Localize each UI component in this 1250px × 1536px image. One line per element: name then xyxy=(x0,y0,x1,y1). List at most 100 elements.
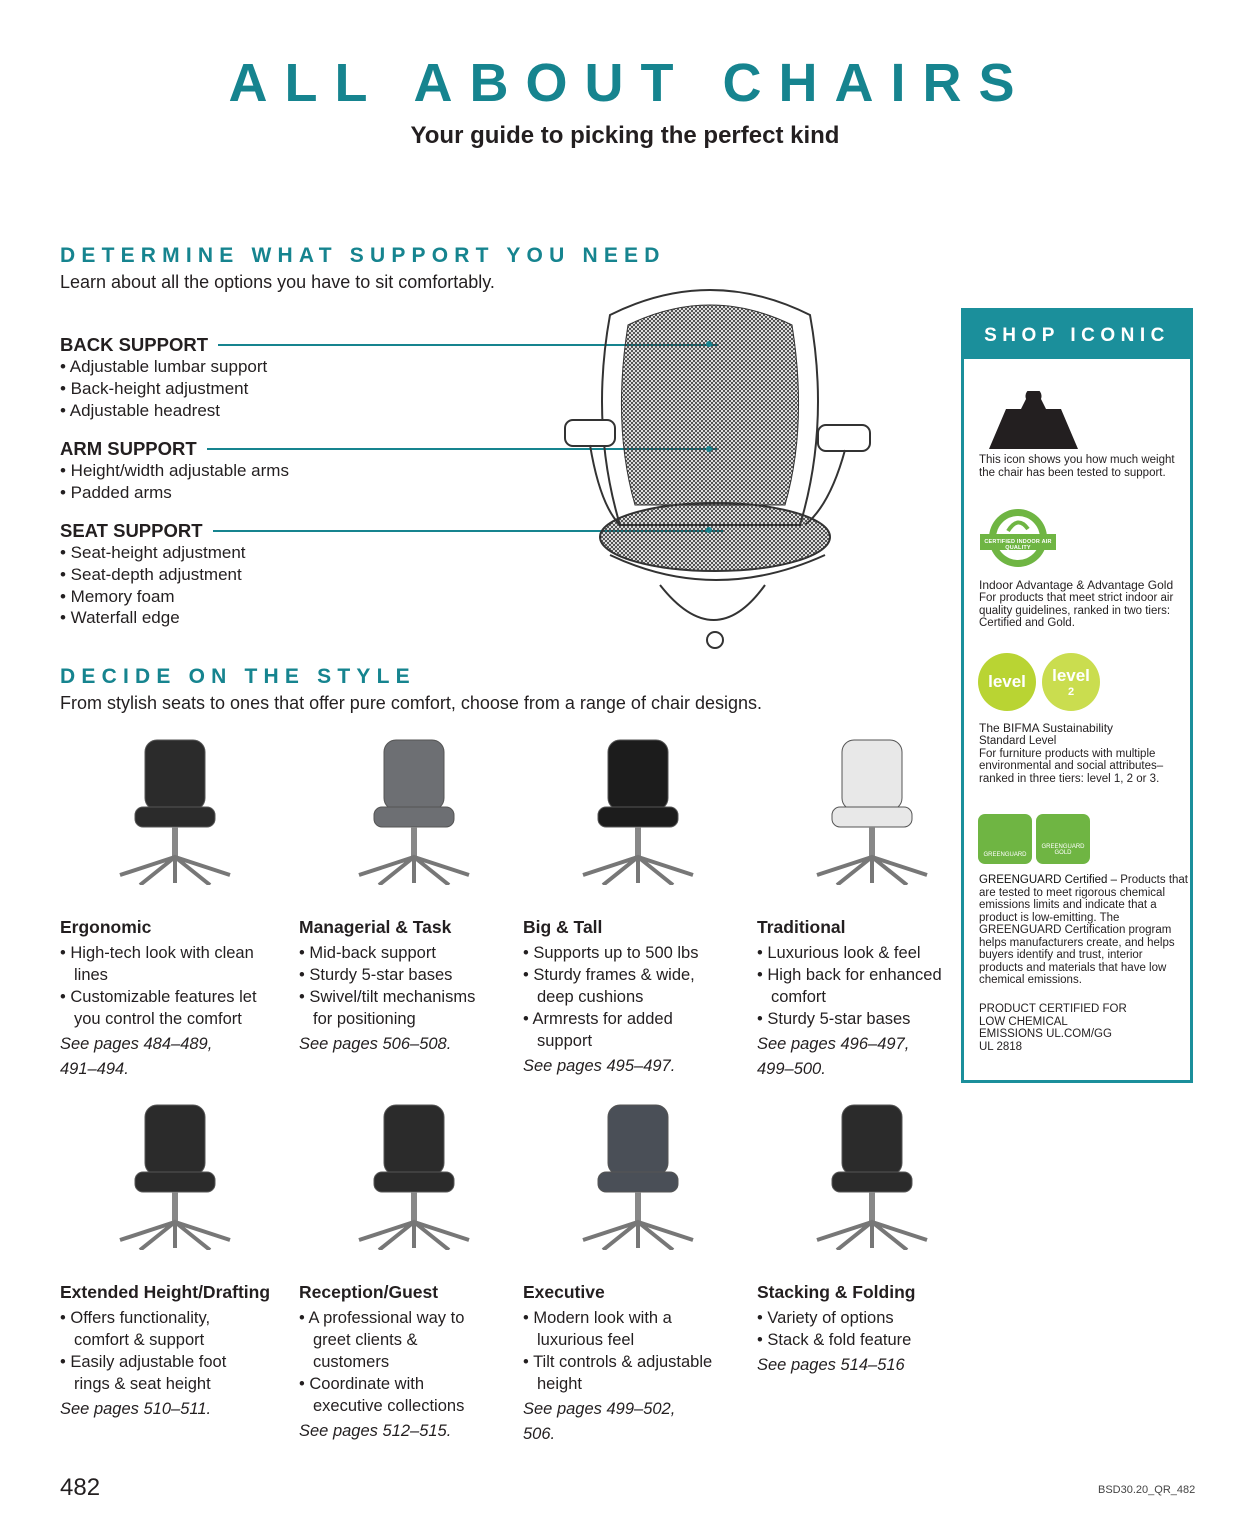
greenguard-gold-label: GREENGUARD xyxy=(1041,844,1085,850)
chair-diagram xyxy=(564,289,871,649)
bullet: • Seat-depth adjustment xyxy=(60,564,242,584)
see-pages-reference: See pages 514–516 xyxy=(757,1356,905,1374)
style-card-bullet: • High-tech look with clean lines xyxy=(60,944,254,984)
shop-iconic-panel: SHOP ICONIC This icon shows you how much… xyxy=(961,308,1193,1083)
style-card-title: Ergonomic xyxy=(60,917,152,937)
bullet: • Waterfall edge xyxy=(60,608,180,628)
catalog-code: BSD30.20_QR_482 xyxy=(1098,1484,1196,1496)
see-pages-reference: See pages 496–497, 499–500. xyxy=(757,1035,910,1078)
indoor-air-quality-logo xyxy=(980,509,1056,567)
chair-image xyxy=(119,739,231,885)
bifma-text: Standard Level For furniture products wi… xyxy=(979,735,1164,785)
callout-dot xyxy=(706,527,712,533)
support-intro: Learn about all the options you have to … xyxy=(60,272,495,292)
bullet: • Memory foam xyxy=(60,586,175,606)
callout-line xyxy=(212,530,723,532)
see-pages-reference: See pages 484–489, 491–494. xyxy=(60,1035,213,1078)
style-card-title: Stacking & Folding xyxy=(757,1282,916,1302)
chair-image xyxy=(358,739,470,885)
greenguard-text: GREENGUARD Certified – Products that are… xyxy=(979,874,1189,987)
style-card: Stacking & Folding • Variety of options • … xyxy=(757,1282,987,1378)
seat-support-group: SEAT SUPPORT • Seat-height adjustment • … xyxy=(60,520,723,629)
style-card-bullet: • A professional way to greet clients & … xyxy=(299,1309,465,1371)
style-heading: DECIDE ON THE STYLE xyxy=(60,665,416,688)
chair-image xyxy=(119,1104,231,1250)
style-card-bullet: • Easily adjustable foot rings & seat he… xyxy=(60,1353,227,1393)
style-card: Reception/Guest • A professional way to g… xyxy=(299,1282,529,1444)
style-card-bullet: • Sturdy 5-star bases xyxy=(299,966,453,984)
style-card-bullet: • Customizable features let you control … xyxy=(60,988,257,1028)
style-card-bullet: • Tilt controls & adjustable height xyxy=(523,1353,713,1393)
style-card-bullet: • Stack & fold feature xyxy=(757,1331,912,1349)
level-logo-text: level xyxy=(1052,666,1090,685)
style-card-bullet: • Variety of options xyxy=(757,1309,894,1327)
style-card-bullet: • Luxurious look & feel xyxy=(757,944,921,962)
style-card-bullet: • High back for enhanced comfort xyxy=(757,966,942,1006)
style-card: Extended Height/Drafting • Offers functio… xyxy=(60,1282,290,1422)
indoor-air-quality-logo-text: CERTIFIED INDOOR AIR QUALITY xyxy=(984,539,1052,551)
group-title: BACK SUPPORT xyxy=(60,334,209,355)
style-card-title: Managerial & Task xyxy=(299,917,452,937)
style-card-title: Big & Tall xyxy=(523,917,603,937)
chair-image xyxy=(358,1104,470,1250)
bullet: • Adjustable headrest xyxy=(60,400,221,420)
style-card: Executive • Modern look with a luxurious … xyxy=(523,1282,753,1447)
chair-image xyxy=(816,1104,928,1250)
style-card-title: Reception/Guest xyxy=(299,1282,439,1302)
style-card: Managerial & Task • Mid-back support • Stu… xyxy=(299,917,529,1057)
style-card-bullet: • Supports up to 500 lbs xyxy=(523,944,699,962)
greenguard-title: GREENGUARD Certified – xyxy=(979,874,1118,886)
see-pages-reference: See pages 495–497. xyxy=(523,1057,676,1075)
group-title: SEAT SUPPORT xyxy=(60,520,203,541)
support-heading: DETERMINE WHAT SUPPORT YOU NEED xyxy=(60,244,666,267)
see-pages-reference: See pages 512–515. xyxy=(299,1422,452,1440)
arm-support-group: ARM SUPPORT • Height/width adjustable ar… xyxy=(60,438,717,504)
style-card-title: Extended Height/Drafting xyxy=(60,1282,271,1302)
weight-text: This icon shows you how much weight the … xyxy=(979,454,1175,479)
greenguard-desc: Products that are tested to meet rigorou… xyxy=(979,874,1189,986)
bullet: • Height/width adjustable arms xyxy=(60,461,289,480)
bullet: • Adjustable lumbar support xyxy=(60,357,268,376)
style-card: Traditional • Luxurious look & feel • High… xyxy=(757,917,987,1082)
style-card-bullet: • Armrests for added support xyxy=(523,1010,673,1050)
style-card-bullet: • Sturdy 5-star bases xyxy=(757,1010,911,1028)
style-card-bullet: • Swivel/tilt mechanisms for positioning xyxy=(299,988,476,1028)
style-card-title: Traditional xyxy=(757,917,846,937)
bullet: • Back-height adjustment xyxy=(60,378,249,398)
see-pages-reference: See pages 499–502, 506. xyxy=(523,1400,676,1443)
greenguard-logo: GREENGUARD xyxy=(978,814,1032,864)
page-title: ALL ABOUT CHAIRS xyxy=(228,53,1032,113)
shop-iconic-heading: SHOP ICONIC xyxy=(964,311,1190,359)
chair-image xyxy=(816,739,928,885)
bifma-title: The BIFMA Sustainability xyxy=(979,721,1114,735)
bullet: • Seat-height adjustment xyxy=(60,543,246,562)
style-card-bullet: • Modern look with a luxurious feel xyxy=(523,1309,672,1349)
callout-line xyxy=(206,448,717,450)
callout-line xyxy=(218,344,719,346)
style-card-bullet: • Offers functionality, comfort & suppor… xyxy=(60,1309,211,1349)
callout-dot xyxy=(706,446,712,452)
weight-icon xyxy=(989,391,1078,449)
style-card-bullet: • Mid-back support xyxy=(299,944,436,962)
style-card-title: Executive xyxy=(523,1282,605,1302)
back-support-group: BACK SUPPORT • Adjustable lumbar support… xyxy=(60,334,719,421)
chair-image xyxy=(582,739,694,885)
level-number: 2 xyxy=(1067,686,1075,698)
style-intro: From stylish seats to ones that offer pu… xyxy=(60,693,762,713)
indoor-title: Indoor Advantage & Advantage Gold xyxy=(979,578,1174,592)
style-card-bullet: • Sturdy frames & wide, deep cushions xyxy=(523,966,695,1006)
page-subtitle: Your guide to picking the perfect kind xyxy=(410,122,840,149)
greenguard-cert: PRODUCT CERTIFIED FOR LOW CHEMICAL EMISS… xyxy=(979,1003,1127,1053)
page-number: 482 xyxy=(60,1474,101,1501)
style-card-bullet: • Coordinate with executive collections xyxy=(299,1375,465,1415)
style-card: Ergonomic • High-tech look with clean lin… xyxy=(60,917,290,1082)
group-title: ARM SUPPORT xyxy=(60,438,197,459)
gold-label: GOLD xyxy=(1054,850,1072,856)
chair-image xyxy=(582,1104,694,1250)
level-logo: level xyxy=(978,653,1036,711)
see-pages-reference: See pages 510–511. xyxy=(60,1400,212,1418)
indoor-text: For products that meet strict indoor air… xyxy=(979,592,1174,629)
bullet: • Padded arms xyxy=(60,482,172,502)
